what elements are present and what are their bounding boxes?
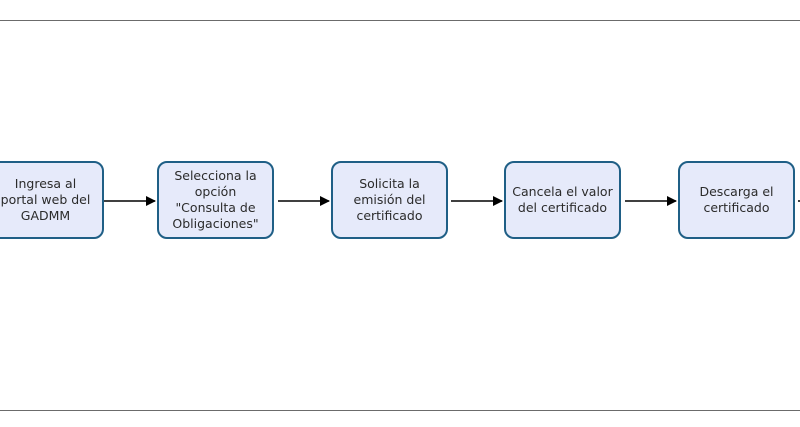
step-5-box: Descarga el certificado	[678, 161, 795, 239]
step-4-label: Cancela el valor del certificado	[512, 184, 613, 215]
step-2-label: Selecciona la opción "Consulta de Obliga…	[172, 168, 259, 231]
step-1-box: Ingresa al portal web del GADMM	[0, 161, 104, 239]
step-3-box: Solicita la emisión del certificado	[331, 161, 448, 239]
bottom-divider	[0, 410, 800, 411]
step-3-label: Solicita la emisión del certificado	[353, 176, 426, 223]
top-divider	[0, 20, 800, 21]
step-2-box: Selecciona la opción "Consulta de Obliga…	[157, 161, 274, 239]
step-4-box: Cancela el valor del certificado	[504, 161, 621, 239]
step-5-label: Descarga el certificado	[699, 184, 774, 215]
step-1-label: Ingresa al portal web del GADMM	[0, 176, 91, 223]
